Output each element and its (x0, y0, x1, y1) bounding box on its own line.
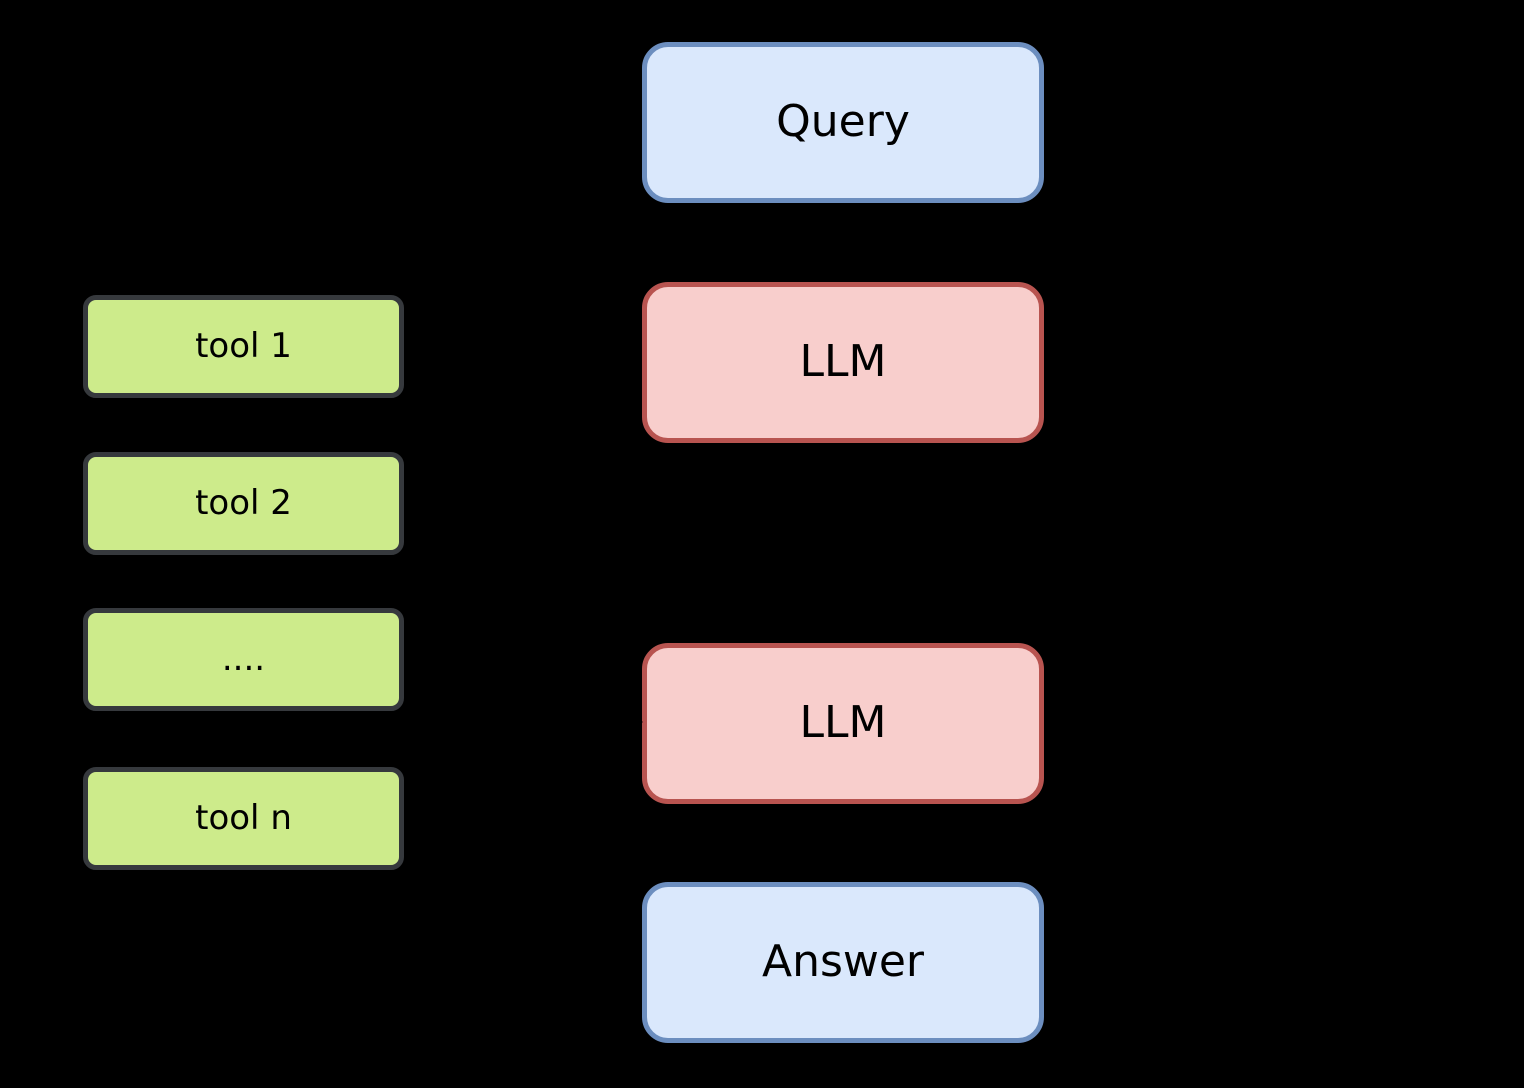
arrowhead-icon (632, 715, 643, 729)
answer-node: Answer (642, 882, 1044, 1043)
tool-1-label: tool 1 (195, 325, 292, 366)
tool-1-node: tool 1 (83, 295, 404, 398)
llm-top-node: LLM (642, 282, 1044, 443)
tool-2-label: tool 2 (195, 482, 292, 523)
llm-top-label: LLM (799, 336, 887, 388)
query-label: Query (776, 96, 910, 148)
tool-n-node: tool n (83, 767, 404, 870)
tools-ellipsis-label: .... (221, 638, 266, 679)
answer-label: Answer (761, 936, 925, 988)
llm-bottom-node: LLM (642, 643, 1044, 804)
query-node: Query (642, 42, 1044, 203)
tool-n-label: tool n (195, 797, 292, 838)
llm-bottom-label: LLM (799, 697, 887, 749)
tool-2-node: tool 2 (83, 452, 404, 555)
tools-ellipsis-node: .... (83, 608, 404, 711)
